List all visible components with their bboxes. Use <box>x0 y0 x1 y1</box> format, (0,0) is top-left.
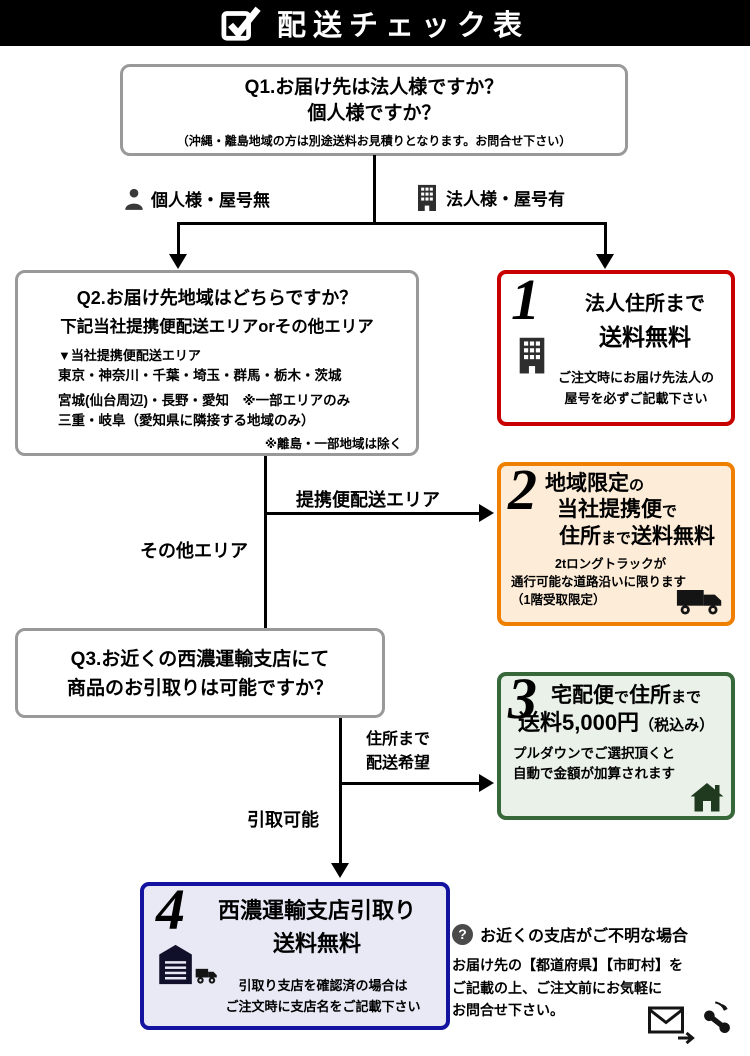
result-box-2: 2 地域限定の 当社提携便で 住所まで送料無料 2tロングトラックが 通行可能な… <box>497 457 735 626</box>
result1-desc-line2: 屋号を必ずご記載下さい <box>564 390 708 406</box>
contact-line1: お届け先の【都道府県】【市町村】を <box>452 957 683 973</box>
flow-line-right-stem <box>604 222 607 256</box>
checkbox-check-icon <box>221 6 261 41</box>
result3-desc-line2: 自動で金額が加算されます <box>513 766 675 782</box>
result1-title-line2: 送料無料 <box>599 324 691 350</box>
result1-desc-line1: ご注文時にお届け先法人の <box>557 370 714 385</box>
contact-note: ? お近くの支店がご不明な場合 お届け先の【都道府県】【市町村】を ご記載の上、… <box>452 922 750 1022</box>
branch-corporate: 法人様・屋号有 <box>415 184 565 211</box>
result3-title2-big: 送料5,000円 <box>518 710 640 736</box>
label-address-line2: 配送希望 <box>366 755 431 772</box>
result1-number: 1 <box>511 267 540 332</box>
q2-area-line1: 東京・神奈川・千葉・埼玉・群馬・栃木・茨城 <box>58 367 342 383</box>
result-box-4: 4 西濃運輸支店引取り 送料無料 引取り支店を確認済の場合は ご注文時に支店名を… <box>140 877 450 1030</box>
mail-icon <box>648 1006 695 1044</box>
result2-title3-big2: 送料無料 <box>631 524 716 548</box>
result3-title1-small2: まで <box>671 689 702 706</box>
flow-arrow-to-result3 <box>479 774 494 792</box>
result3-title1-big2: 住所 <box>629 684 672 707</box>
house-icon <box>690 783 724 812</box>
q2-area-heading: ▼当社提携便配送エリア <box>58 348 201 363</box>
result4-title-line1: 西濃運輸支店引取り <box>217 898 416 923</box>
label-address-delivery: 住所まで 配送希望 <box>366 728 430 776</box>
label-partner-area: 提携便配送エリア <box>296 490 440 510</box>
person-icon <box>125 188 143 210</box>
label-address-line1: 住所まで <box>366 731 431 748</box>
building-icon <box>418 184 436 211</box>
result3-title1-big1: 宅配便 <box>551 684 614 707</box>
contact-line3: お問合せ下さい。 <box>452 1002 564 1019</box>
flow-arrow-to-result1 <box>596 254 614 269</box>
result2-title3-small: まで <box>601 529 632 547</box>
truck-icon <box>676 590 722 615</box>
phone-icon <box>704 1001 730 1034</box>
flow-line-q3-stem <box>339 718 342 864</box>
q1-title-line2: 個人様ですか？ <box>307 102 441 124</box>
q2-area-line3: 三重・岐阜（愛知県に隣接する地域のみ） <box>58 413 315 428</box>
flow-line-branch-partner <box>264 512 480 515</box>
result2-desc-line1: 2tロングトラックが <box>555 556 667 571</box>
contact-line2: ご記載の上、ご注文前にお気軽に <box>452 979 662 996</box>
result-box-1: 1 法人住所まで 送料無料 ご注文時にお届け先法人の 屋号を必ずご記載下さい <box>497 270 735 426</box>
result4-desc-line1: 引取り支店を確認済の場合は <box>238 978 408 993</box>
result2-title1-small: の <box>629 477 645 494</box>
flow-line-q1-stem <box>373 155 376 225</box>
result2-title2-small: で <box>662 503 678 521</box>
q1-title-line1: Q1.お届け先は法人様ですか？ <box>244 77 504 98</box>
q1-box: Q1.お届け先は法人様ですか？ 個人様ですか？ （沖縄・離島地域の方は別途送料お… <box>120 64 628 156</box>
warehouse-truck-icon <box>159 944 217 985</box>
result2-title1-big: 地域限定 <box>545 472 629 495</box>
result1-title-line1: 法人住所まで <box>585 293 705 315</box>
result4-number: 4 <box>156 877 185 942</box>
page-title: 配送チェック表 <box>276 10 529 42</box>
result3-title1-small1: で <box>614 689 630 706</box>
branch-personal-label: 個人様・屋号無 <box>151 191 270 210</box>
result2-desc-line3: （1階受取限定） <box>511 593 606 607</box>
flow-arrow-to-result2 <box>479 504 494 522</box>
result3-title2-small: （税込み） <box>639 717 715 735</box>
q3-title-line2: 商品のお引取りは可能ですか？ <box>66 678 333 700</box>
q2-area-line2: 宮城(仙台周辺)・長野・愛知 ※一部エリアのみ <box>58 392 351 408</box>
office-building-icon <box>519 337 545 374</box>
result3-desc-line1: プルダウンでご選択頂くと <box>513 745 675 761</box>
q1-note: （沖縄・離島地域の方は別途送料お見積りとなります。お問合せ下さい） <box>176 134 572 149</box>
contact-title: お近くの支店がご不明な場合 <box>480 928 689 945</box>
label-other-area: その他エリア <box>140 541 248 561</box>
q2-title-line2: 下記当社提携便配送エリアorその他エリア <box>60 318 374 336</box>
result2-title2-big: 当社提携便 <box>557 498 662 522</box>
result3-number: 3 <box>508 666 537 731</box>
flow-arrow-to-result4 <box>331 863 349 878</box>
q3-title-line1: Q3.お近くの西濃運輸支店にて <box>70 649 330 670</box>
branch-personal: 個人様・屋号無 <box>124 186 270 211</box>
flow-line-left-stem <box>177 222 180 256</box>
header-bar: 配送チェック表 <box>0 0 750 46</box>
result2-desc-line2: 通行可能な道路沿いに限ります <box>511 574 687 589</box>
result-box-3: 3 宅配便で住所まで 送料5,000円（税込み） プルダウンでご選択頂くと 自動… <box>497 666 735 820</box>
question-circle-icon: ? <box>452 923 473 945</box>
flow-line-branch-address <box>339 782 480 785</box>
flow-line-split <box>177 222 607 225</box>
flow-line-q2-stem <box>264 456 267 628</box>
q2-box: Q2.お届け先地域はどちらですか？ 下記当社提携便配送エリアorその他エリア ▼… <box>15 270 419 456</box>
result4-desc-line2: ご注文時に支店名をご記載下さい <box>225 998 421 1014</box>
q2-exclusion-note: ※離島・一部地域は除く <box>264 437 402 452</box>
result2-number: 2 <box>508 457 537 522</box>
result2-title3-big1: 住所 <box>559 524 601 548</box>
q2-title-line1: Q2.お届け先地域はどちらですか？ <box>76 288 358 308</box>
flow-arrow-to-q2 <box>169 254 187 269</box>
label-pickup-ok: 引取可能 <box>247 810 319 830</box>
branch-corporate-label: 法人様・屋号有 <box>446 190 565 209</box>
q3-box: Q3.お近くの西濃運輸支店にて 商品のお引取りは可能ですか？ <box>15 628 385 718</box>
result4-title-line2: 送料無料 <box>272 931 361 956</box>
